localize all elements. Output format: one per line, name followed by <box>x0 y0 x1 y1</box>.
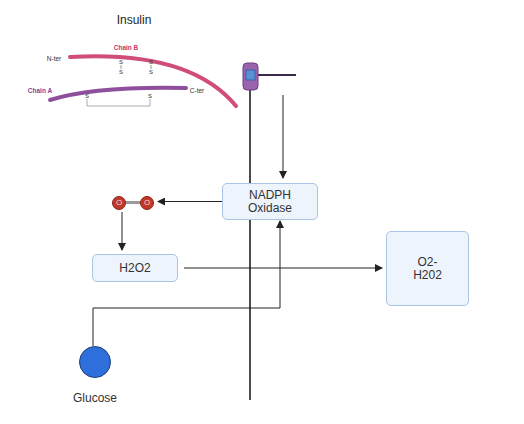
disulfide-bond <box>121 65 122 69</box>
node-text: NADPH Oxidase <box>239 189 301 215</box>
part-label: S <box>119 59 123 65</box>
connector-arrow <box>158 201 222 202</box>
part-label: Chain B <box>114 44 139 51</box>
process-box: H2O2 <box>92 254 178 282</box>
disulfide-bracket <box>87 99 150 106</box>
process-box: O2- H202 <box>386 231 469 306</box>
node-label: Glucose <box>73 392 117 405</box>
signal-arrow <box>283 95 284 178</box>
receptor-core <box>246 70 255 80</box>
connector-arrow <box>184 268 382 269</box>
part-label: Chain A <box>28 87 52 94</box>
chain-a <box>50 88 186 100</box>
part-label: C-ter <box>190 87 204 94</box>
figure-label: Insulin <box>117 13 152 27</box>
chain-b <box>70 56 236 106</box>
node-text: H2O2 <box>100 262 170 275</box>
part-label: N-ter <box>47 55 61 62</box>
disulfide-bond <box>151 65 152 69</box>
node-text: O2- H202 <box>412 256 444 282</box>
process-box: NADPH Oxidase <box>222 183 318 220</box>
part-label: S <box>85 93 89 99</box>
part-label: S <box>149 59 153 65</box>
oxygen-molecule: OO <box>112 194 154 212</box>
oxygen-atom: O <box>140 196 154 210</box>
part-label: S <box>119 69 123 75</box>
molecule-circle: Glucose <box>79 346 111 378</box>
receptor <box>243 63 258 90</box>
connector-arrow <box>93 221 280 346</box>
membrane-line <box>249 88 251 400</box>
part-label: S <box>149 69 153 75</box>
oxygen-atom: O <box>112 196 126 210</box>
part-label: S <box>148 93 152 99</box>
receptor-tail <box>258 74 296 76</box>
connector-arrow <box>122 212 123 250</box>
